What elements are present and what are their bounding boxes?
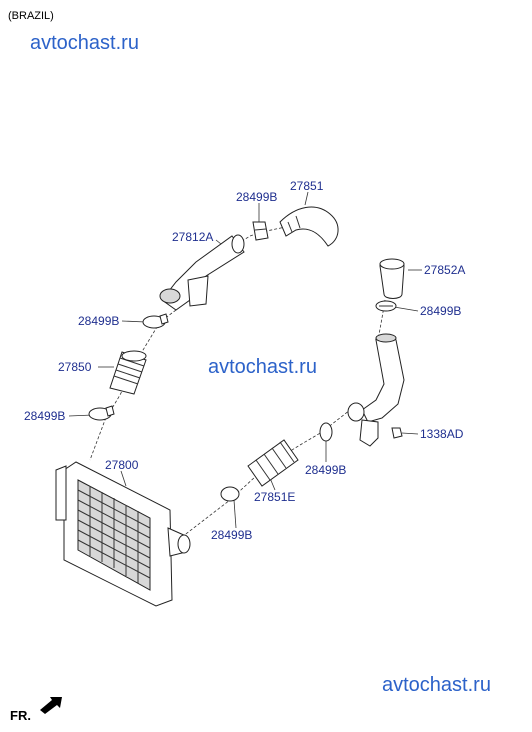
label-27851: 27851 [290, 179, 324, 193]
label-28499b-left1: 28499B [78, 314, 120, 328]
pipe-27812a [159, 234, 245, 311]
watermark-top: avtochast.ru [30, 32, 139, 54]
region-label: (BRAZIL) [8, 10, 54, 22]
hose-27852a [379, 258, 405, 299]
front-arrow-icon [40, 697, 62, 714]
clamp-28499b-top [252, 221, 269, 241]
clamp-28499b-bottom [220, 486, 240, 502]
label-28499b-bottom: 28499B [211, 528, 253, 542]
label-27852a: 27852A [424, 263, 466, 277]
hose-27851e [247, 439, 299, 487]
label-28499b-mid: 28499B [305, 463, 347, 477]
leader-27800 [120, 470, 127, 487]
clamp-28499b-right [375, 300, 397, 312]
leader-1338ad [401, 432, 419, 435]
leader-28499b-bottom [233, 499, 237, 529]
label-27850: 27850 [58, 360, 92, 374]
label-27851e: 27851E [254, 490, 296, 504]
hose-27851 [279, 206, 339, 247]
label-28499b-left2: 28499B [24, 409, 66, 423]
label-28499b-top: 28499B [236, 190, 278, 204]
clamp-28499b-mid [319, 422, 333, 442]
clamp-28499b-left2 [88, 405, 115, 421]
intercooler-27800 [55, 461, 191, 607]
clamp-28499b-left1 [142, 313, 169, 329]
label-27812a: 27812A [172, 230, 214, 244]
label-1338ad: 1338AD [420, 427, 464, 441]
front-orientation-label: FR. [10, 708, 31, 723]
watermark-bottom: avtochast.ru [382, 674, 491, 696]
pipe-right [347, 333, 405, 447]
leader-28499b-right [393, 306, 419, 312]
label-27800: 27800 [105, 458, 139, 472]
nut-1338ad [391, 427, 403, 439]
leader-27851 [304, 191, 309, 206]
hose-27850 [109, 350, 147, 395]
watermark-middle: avtochast.ru [208, 356, 317, 378]
label-28499b-right1: 28499B [420, 304, 462, 318]
leader-28499b-left1 [121, 320, 147, 323]
